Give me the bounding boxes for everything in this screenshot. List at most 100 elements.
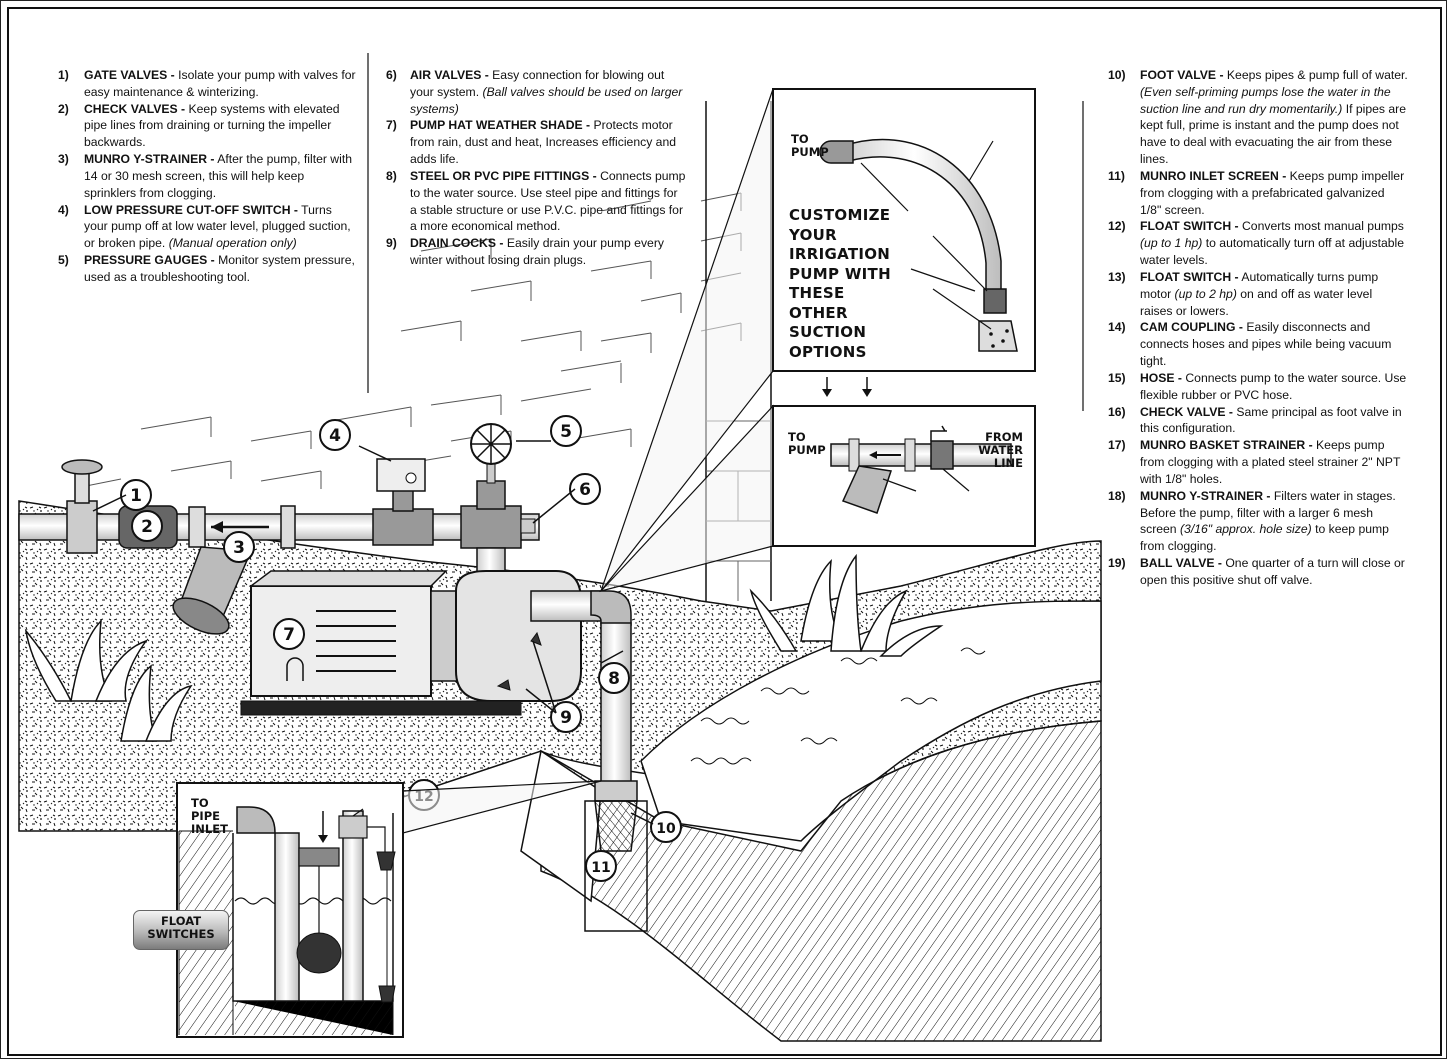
callout-2: 2 bbox=[131, 510, 163, 542]
callout-number: 9 bbox=[560, 708, 572, 728]
item-title: PRESSURE GAUGES - bbox=[84, 253, 215, 268]
suction-options-title: CUSTOMIZE YOUR IRRIGATION PUMP WITH THES… bbox=[789, 206, 891, 361]
item-number: 13) bbox=[1108, 269, 1126, 284]
callout-circle bbox=[598, 662, 630, 694]
legend-item-6: 6) AIR VALVES - Easy connection for blowi… bbox=[386, 67, 686, 117]
item-text: Easy connection for blowing out your sys… bbox=[410, 68, 665, 99]
item-text: Isolate your pump with valves for easy m… bbox=[84, 68, 356, 99]
callout-circle bbox=[569, 473, 601, 505]
callout-4: 4 bbox=[319, 419, 351, 451]
item-text-continued: on and off as water level raises or lowe… bbox=[1140, 286, 1373, 318]
item-number: 10) bbox=[1108, 68, 1126, 82]
item-title: CHECK VALVES - bbox=[84, 101, 186, 116]
legend-item-5: 5)PRESSURE GAUGES - Monitor system press… bbox=[58, 252, 358, 286]
legend-item-2: 2) CHECK VALVES - Keep systems with eleva… bbox=[58, 101, 358, 151]
callout-circle bbox=[650, 811, 682, 843]
callout-circle bbox=[550, 701, 582, 733]
item-text: After the pump, filter with 14 or 30 mes… bbox=[84, 152, 352, 200]
legend-item-7: 7)PUMP HAT WEATHER SHADE - Protects moto… bbox=[386, 117, 686, 167]
legend-item-13: 13) FLOAT SWITCH - Automatically turns pu… bbox=[1108, 269, 1408, 319]
legend-item-1: 1) GATE VALVES - Isolate your pump with v… bbox=[58, 67, 358, 101]
item-title: MUNRO Y-STRAINER - bbox=[84, 152, 215, 167]
item-title: DRAIN COCKS - bbox=[410, 236, 504, 251]
callout-circle bbox=[223, 531, 255, 563]
callout-6: 6 bbox=[569, 473, 601, 505]
item-title: STEEL OR PVC PIPE FITTINGS - bbox=[410, 168, 597, 183]
legend-item-17: 17) MUNRO BASKET STRAINER - Keeps pump fr… bbox=[1108, 437, 1408, 487]
legend-item-14: 14) CAM COUPLING - Easily disconnects and… bbox=[1108, 319, 1408, 369]
item-note: (3/16" approx. hole size) bbox=[1179, 522, 1312, 537]
item-text: Filters water in stages. Before the pump… bbox=[1140, 488, 1396, 537]
item-number: 18) bbox=[1108, 488, 1126, 503]
callout-number: 6 bbox=[579, 480, 591, 500]
legend-item-15: 15)HOSE - Connects pump to the water sou… bbox=[1108, 370, 1408, 404]
item-title: MUNRO BASKET STRAINER - bbox=[1140, 438, 1313, 453]
item-number: 16) bbox=[1108, 404, 1126, 419]
callout-circle bbox=[273, 618, 305, 650]
callout-1: 1 bbox=[120, 479, 152, 511]
callout-3: 3 bbox=[223, 531, 255, 563]
float-switches-badge: FLOAT SWITCHES bbox=[133, 910, 229, 950]
legend-item-16: 16)CHECK VALVE - Same principal as foot … bbox=[1108, 404, 1408, 438]
legend-column-left: 1) GATE VALVES - Isolate your pump with v… bbox=[58, 67, 358, 286]
item-title: LOW PRESSURE CUT-OFF SWITCH - bbox=[84, 202, 298, 217]
legend-item-11: 11)MUNRO INLET SCREEN - Keeps pump impel… bbox=[1108, 168, 1408, 218]
item-title: PUMP HAT WEATHER SHADE - bbox=[410, 118, 591, 133]
item-note: (Manual operation only) bbox=[168, 236, 297, 251]
item-number: 3) bbox=[58, 152, 69, 167]
item-text: Keeps pipes & pump full of water. bbox=[1226, 68, 1408, 82]
item-text: Monitor system pressure, used as a troub… bbox=[84, 253, 355, 284]
item-title: FLOAT SWITCH - bbox=[1140, 269, 1239, 284]
item-title: BALL VALVE - bbox=[1140, 556, 1222, 571]
item-title: MUNRO Y-STRAINER - bbox=[1140, 488, 1271, 503]
item-text: Keep systems with elevated pipe lines fr… bbox=[84, 101, 340, 150]
item-text-continued: to automatically turn off at adjustable … bbox=[1140, 236, 1405, 268]
item-title: FOOT VALVE - bbox=[1140, 68, 1224, 82]
legend-item-19: 19)BALL VALVE - One quarter of a turn wi… bbox=[1108, 555, 1408, 589]
legend-item-4: 4) LOW PRESSURE CUT-OFF SWITCH - Turns yo… bbox=[58, 202, 358, 252]
item-number: 4) bbox=[58, 202, 69, 217]
to-pump-label-strainer: TO PUMP bbox=[788, 430, 826, 458]
callout-11: 11 bbox=[585, 850, 617, 882]
item-number: 2) bbox=[58, 101, 69, 116]
callout-number: 5 bbox=[560, 422, 572, 442]
legend-item-9: 9) DRAIN COCKS - Easily drain your pump e… bbox=[386, 235, 686, 269]
item-number: 17) bbox=[1108, 438, 1126, 453]
item-text: Keeps pump impeller from clogging with a… bbox=[1140, 168, 1405, 217]
legend-column-right: 10) FOOT VALVE - Keeps pipes & pump full … bbox=[1108, 67, 1408, 589]
item-number: 1) bbox=[58, 68, 69, 82]
callout-circle bbox=[319, 419, 351, 451]
item-text: Turns your pump off at low water level, … bbox=[84, 202, 351, 251]
from-water-line-label: FROM WATER LINE bbox=[978, 430, 1023, 471]
item-text: Automatically turns pump motor bbox=[1140, 269, 1379, 301]
legend-item-8: 8)STEEL OR PVC PIPE FITTINGS - Connects … bbox=[386, 168, 686, 235]
callout-circle bbox=[550, 415, 582, 447]
callout-number: 10 bbox=[656, 821, 676, 837]
callout-number: 4 bbox=[329, 426, 341, 446]
callout-7: 7 bbox=[273, 618, 305, 650]
callout-number: 1 bbox=[130, 486, 142, 506]
item-text: Easily drain your pump every winter with… bbox=[410, 236, 664, 268]
item-text: Connects pump to the water source. Use f… bbox=[1140, 370, 1407, 402]
item-number: 6) bbox=[386, 68, 397, 82]
callout-circle bbox=[131, 510, 163, 542]
item-number: 14) bbox=[1108, 320, 1126, 335]
item-text: Protects motor from rain, dust and heat,… bbox=[410, 118, 677, 167]
callout-8: 8 bbox=[598, 662, 630, 694]
item-title: GATE VALVES - bbox=[84, 68, 175, 82]
legend-item-3: 3) MUNRO Y-STRAINER - After the pump, fil… bbox=[58, 151, 358, 201]
item-text: Keeps pump from clogging with a plated s… bbox=[1140, 438, 1401, 486]
item-number: 9) bbox=[386, 236, 397, 251]
callout-5: 5 bbox=[550, 415, 582, 447]
to-pump-label: TO PUMP bbox=[791, 132, 829, 160]
item-number: 8) bbox=[386, 168, 397, 183]
item-note: (Even self-priming pumps lose the water … bbox=[1140, 84, 1391, 116]
item-note: (up to 2 hp) bbox=[1174, 286, 1237, 301]
item-note: (Ball valves should be used on larger sy… bbox=[410, 84, 683, 116]
callout-circle bbox=[585, 850, 617, 882]
item-text: Easily disconnects and connects hoses an… bbox=[1140, 320, 1392, 369]
item-title: AIR VALVES - bbox=[410, 68, 489, 82]
item-number: 12) bbox=[1108, 219, 1126, 234]
item-title: CAM COUPLING - bbox=[1140, 320, 1243, 335]
